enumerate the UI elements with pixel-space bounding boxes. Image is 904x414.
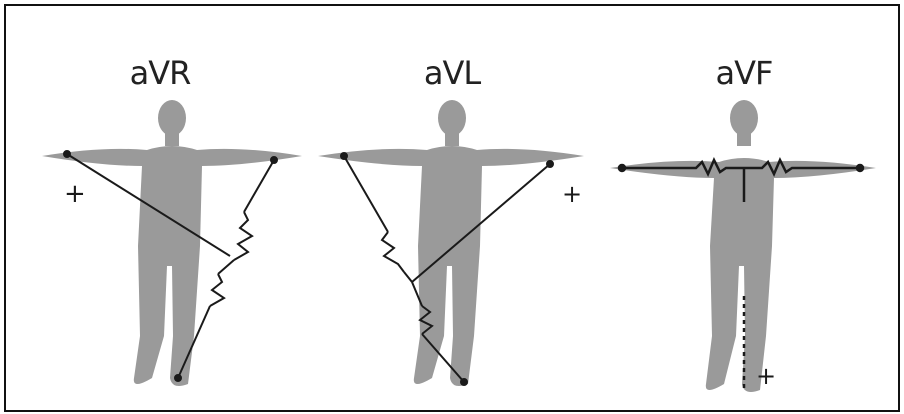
positive-marker: + [756, 362, 776, 390]
avl-diagram: + [318, 100, 584, 386]
lead-wires [340, 152, 554, 386]
body-figure [318, 100, 584, 386]
body-figure [42, 100, 302, 386]
positive-marker: + [64, 179, 86, 209]
body-figure [610, 100, 876, 392]
positive-marker: + [562, 180, 582, 208]
lead-wires [617, 157, 865, 390]
lead-title-avl: aVL [423, 54, 481, 92]
panel-avl: aVL + [304, 6, 600, 410]
avr-diagram: + [42, 100, 302, 386]
lead-title-avr: aVR [129, 54, 192, 92]
avf-diagram: + [610, 100, 876, 392]
lead-wires [63, 150, 278, 382]
panel-avf: aVF + [596, 6, 892, 410]
panel-avr: aVR + [12, 6, 308, 410]
lead-title-avf: aVF [715, 54, 774, 92]
figure-frame: aVR + aVL [4, 4, 900, 412]
